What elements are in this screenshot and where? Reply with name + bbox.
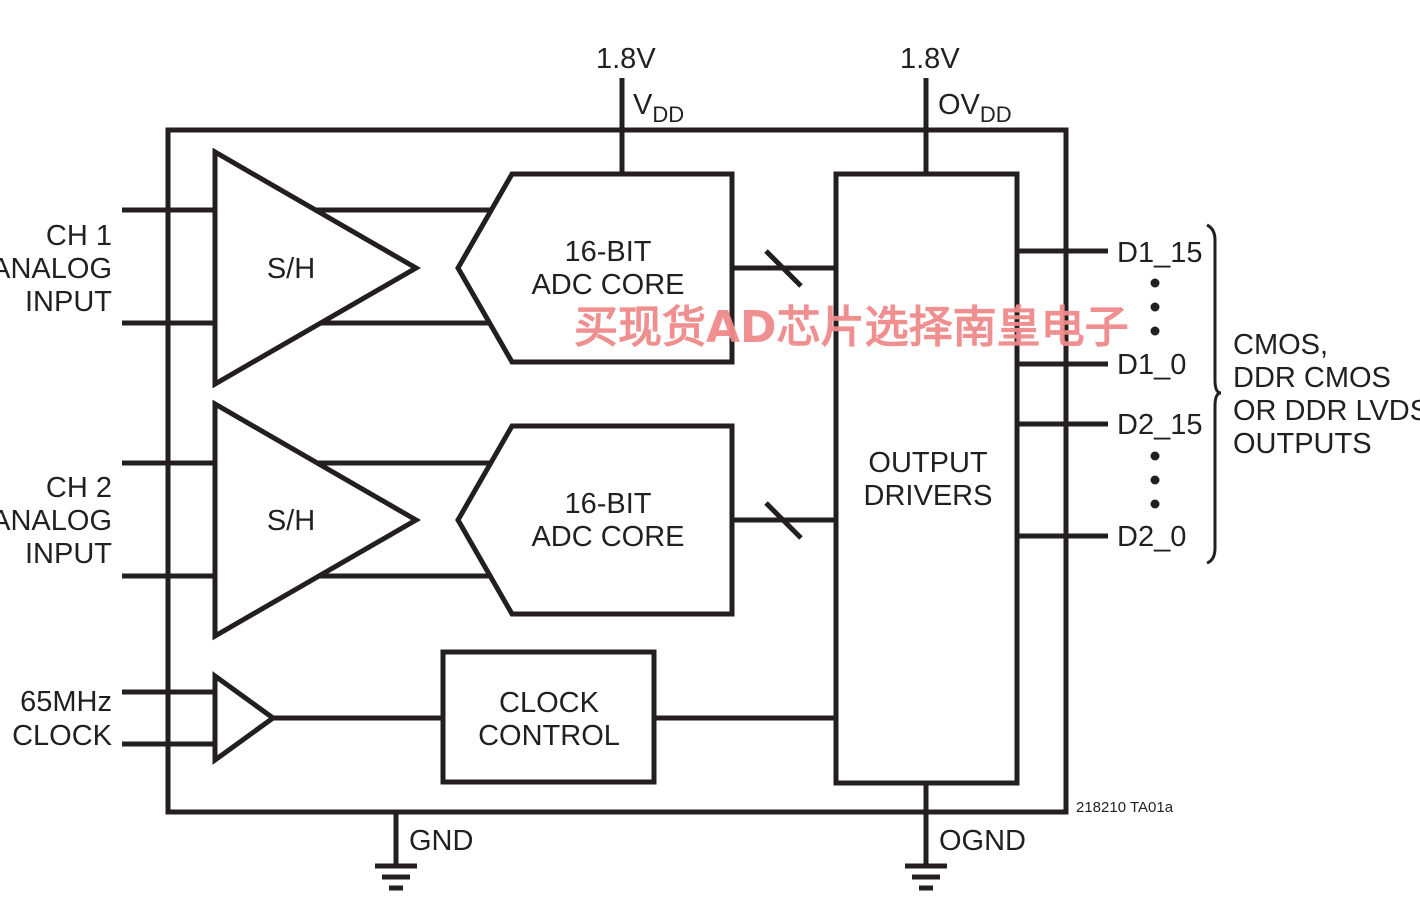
ovdd-label: OVDD <box>938 89 1012 127</box>
sh1-amplifier <box>212 147 422 389</box>
output-desc-line2: DDR CMOS <box>1233 362 1391 394</box>
d2-0-label: D2_0 <box>1117 521 1186 553</box>
d1-15-label: D1_15 <box>1117 237 1202 269</box>
sh2-label: S/H <box>267 505 315 537</box>
ognd-label: OGND <box>939 825 1026 857</box>
clock-label-line1: 65MHz <box>20 686 112 718</box>
adc1-core <box>455 171 735 365</box>
clock-control-label-line1: CLOCK <box>499 687 600 719</box>
adc2-label-line2: ADC CORE <box>531 521 684 553</box>
output-desc-line3: OR DDR LVDS <box>1233 395 1420 427</box>
ch1-label-line3: INPUT <box>25 286 112 318</box>
gnd-symbol <box>375 863 417 891</box>
adc1-label-line1: 16-BIT <box>564 236 651 268</box>
clock-label-line2: CLOCK <box>12 720 113 752</box>
adc2-label-line1: 16-BIT <box>564 488 651 520</box>
output-desc-line1: CMOS, <box>1233 329 1328 361</box>
chip-outline <box>165 127 1069 815</box>
adc1-bus-slash <box>764 249 803 288</box>
adc2-bus-slash <box>764 501 803 540</box>
output-desc-line4: OUTPUTS <box>1233 428 1372 460</box>
ch1-label-line2: ANALOG <box>0 253 112 285</box>
ch1-label-line1: CH 1 <box>46 220 112 252</box>
clock-control-label-line2: CONTROL <box>478 720 620 752</box>
ovdd-voltage: 1.8V <box>900 43 960 75</box>
d1-0-label: D1_0 <box>1117 349 1186 381</box>
output-drivers-block <box>833 171 1020 786</box>
ch2-label-line2: ANALOG <box>0 505 112 537</box>
output-drivers-label-line1: OUTPUT <box>868 447 988 479</box>
clock-buffer <box>212 671 278 765</box>
sh1-label: S/H <box>267 253 315 285</box>
ch2-label-line1: CH 2 <box>46 472 112 504</box>
adc1-label-line2: ADC CORE <box>531 269 684 301</box>
figure-tag: 218210 TA01a <box>1076 799 1174 816</box>
adc2-core <box>455 423 735 617</box>
d2-15-label: D2_15 <box>1117 409 1202 441</box>
d1-ellipsis <box>1150 278 1160 336</box>
ognd-symbol <box>905 863 947 891</box>
outputs-brace <box>1206 223 1222 565</box>
d2-ellipsis <box>1150 451 1160 509</box>
output-drivers-label-line2: DRIVERS <box>864 480 993 512</box>
ch2-label-line3: INPUT <box>25 538 112 570</box>
vdd-label: VDD <box>633 89 684 127</box>
gnd-label: GND <box>409 825 473 857</box>
vdd-voltage: 1.8V <box>596 43 656 75</box>
sh2-amplifier <box>212 399 422 641</box>
watermark-text: 买现货AD芯片选择南皇电子 <box>574 302 1129 353</box>
